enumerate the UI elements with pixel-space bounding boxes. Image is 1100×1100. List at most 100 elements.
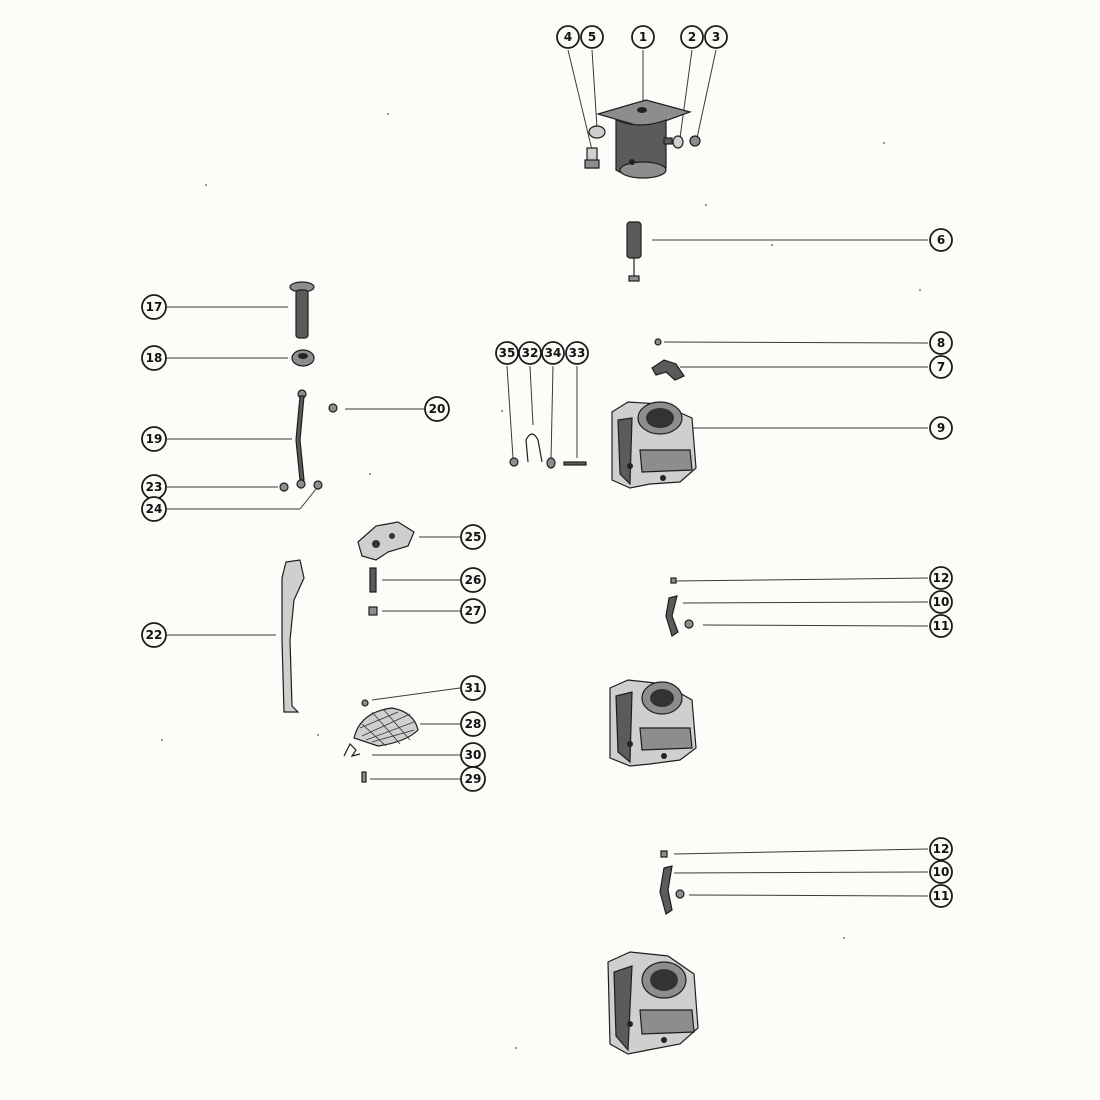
callout-4: 4 bbox=[556, 25, 580, 49]
callout-28-label: 28 bbox=[465, 717, 482, 731]
callout-23: 23 bbox=[141, 474, 167, 500]
callout-12-upper-label: 12 bbox=[933, 571, 950, 585]
callout-3: 3 bbox=[704, 25, 728, 49]
callout-11-lower: 11 bbox=[929, 884, 953, 908]
callout-32: 32 bbox=[518, 341, 542, 365]
callout-26-label: 26 bbox=[465, 573, 482, 587]
part-30-spring bbox=[343, 742, 361, 757]
callout-2-label: 2 bbox=[688, 30, 696, 44]
callout-27-label: 27 bbox=[465, 604, 482, 618]
callout-6-label: 6 bbox=[937, 233, 945, 247]
part-17-rod bbox=[289, 281, 315, 339]
callout-22: 22 bbox=[141, 622, 167, 648]
part-18-grommet bbox=[291, 349, 315, 367]
callout-22-label: 22 bbox=[146, 628, 163, 642]
part-2-lockwasher bbox=[672, 135, 684, 149]
callouts: 4 5 1 2 3 6 8 7 9 12 10 11 12 10 11 17 1… bbox=[141, 25, 953, 908]
part-20-screw bbox=[328, 403, 338, 413]
callout-11-upper: 11 bbox=[929, 614, 953, 638]
part-34-washer bbox=[546, 457, 556, 469]
scan-specks bbox=[161, 113, 921, 1049]
callout-8-label: 8 bbox=[937, 336, 945, 350]
callout-11-upper-label: 11 bbox=[933, 619, 950, 633]
callout-12-upper: 12 bbox=[929, 566, 953, 590]
callout-5: 5 bbox=[580, 25, 604, 49]
callout-35-label: 35 bbox=[499, 346, 516, 360]
callout-10-upper: 10 bbox=[929, 590, 953, 614]
callout-11-lower-label: 11 bbox=[933, 889, 950, 903]
callout-20: 20 bbox=[424, 396, 450, 422]
part-35-nut bbox=[509, 457, 519, 467]
callout-1-label: 1 bbox=[639, 30, 647, 44]
part-11-screw-upper bbox=[684, 619, 694, 629]
part-1-flange-housing bbox=[595, 99, 692, 179]
callout-31: 31 bbox=[460, 675, 486, 701]
part-31-screw bbox=[361, 699, 369, 707]
part-24-nut bbox=[313, 480, 323, 490]
callout-35: 35 bbox=[495, 341, 519, 365]
callout-26: 26 bbox=[460, 567, 486, 593]
callout-29-label: 29 bbox=[465, 772, 482, 786]
part-26-stud bbox=[369, 567, 377, 593]
part-3-nut bbox=[689, 135, 701, 147]
part-19-link-rod bbox=[295, 389, 307, 489]
callout-30: 30 bbox=[460, 742, 486, 768]
part-11-screw-lower bbox=[675, 889, 685, 899]
carburetor-body-bottom bbox=[607, 951, 699, 1055]
part-7-lever bbox=[651, 359, 685, 381]
part-23-screw bbox=[279, 482, 289, 492]
callout-9: 9 bbox=[929, 416, 953, 440]
callout-1: 1 bbox=[631, 25, 655, 49]
callout-5-label: 5 bbox=[588, 30, 596, 44]
part-29-screw bbox=[361, 771, 367, 783]
callout-25: 25 bbox=[460, 524, 486, 550]
callout-24-label: 24 bbox=[146, 502, 163, 516]
callout-31-label: 31 bbox=[465, 681, 482, 695]
part-8-screw bbox=[654, 338, 662, 346]
part-12-nut-upper bbox=[670, 577, 677, 584]
carburetor-body-middle bbox=[609, 679, 697, 767]
callout-4-label: 4 bbox=[564, 30, 572, 44]
callout-10-lower-label: 10 bbox=[933, 865, 950, 879]
callout-30-label: 30 bbox=[465, 748, 482, 762]
callout-6: 6 bbox=[929, 228, 953, 252]
part-5-washer bbox=[588, 125, 606, 139]
part-28-screen-cover bbox=[353, 707, 419, 747]
callout-28: 28 bbox=[460, 711, 486, 737]
part-32-spring bbox=[525, 433, 543, 463]
callout-33: 33 bbox=[565, 341, 589, 365]
part-10-link-lower bbox=[659, 865, 673, 915]
callout-34: 34 bbox=[541, 341, 565, 365]
callout-24: 24 bbox=[141, 496, 167, 522]
callout-12-lower-label: 12 bbox=[933, 842, 950, 856]
part-33-pin bbox=[563, 461, 587, 466]
leader-lines bbox=[167, 49, 929, 897]
callout-34-label: 34 bbox=[545, 346, 562, 360]
callout-10-lower: 10 bbox=[929, 860, 953, 884]
callout-19-label: 19 bbox=[146, 432, 163, 446]
callout-18-label: 18 bbox=[146, 351, 163, 365]
callout-33-label: 33 bbox=[569, 346, 586, 360]
part-25-cam-plate bbox=[357, 521, 415, 561]
callout-8: 8 bbox=[929, 331, 953, 355]
callout-3-label: 3 bbox=[712, 30, 720, 44]
callout-9-label: 9 bbox=[937, 421, 945, 435]
callout-2: 2 bbox=[680, 25, 704, 49]
callout-17-label: 17 bbox=[146, 300, 163, 314]
callout-25-label: 25 bbox=[465, 530, 482, 544]
part-12-nut-lower bbox=[660, 850, 668, 858]
callout-23-label: 23 bbox=[146, 480, 163, 494]
callout-10-upper-label: 10 bbox=[933, 595, 950, 609]
callout-32-label: 32 bbox=[522, 346, 539, 360]
callout-7-label: 7 bbox=[937, 360, 945, 374]
callout-7: 7 bbox=[929, 355, 953, 379]
part-22-bracket-arm bbox=[281, 559, 305, 713]
callout-17: 17 bbox=[141, 294, 167, 320]
part-4-bolt bbox=[584, 147, 600, 169]
callout-18: 18 bbox=[141, 345, 167, 371]
part-9-carburetor-body bbox=[611, 401, 697, 489]
callout-12-lower: 12 bbox=[929, 837, 953, 861]
part-10-link-upper bbox=[665, 595, 679, 637]
callout-20-label: 20 bbox=[429, 402, 446, 416]
